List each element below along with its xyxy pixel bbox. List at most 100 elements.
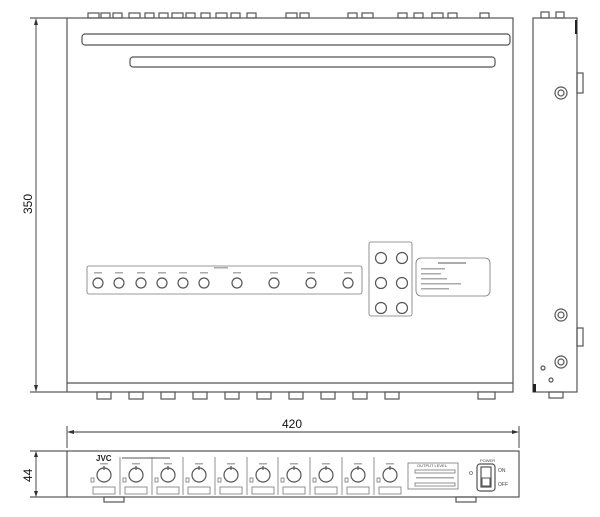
gain-knob xyxy=(350,467,366,483)
knob-profile xyxy=(160,391,176,400)
led-indicator xyxy=(217,477,222,483)
button-label xyxy=(307,272,315,274)
dimension-depth: 350 xyxy=(21,17,67,393)
rear-connector xyxy=(144,12,155,19)
button-label xyxy=(158,272,166,274)
rear-connector xyxy=(413,12,424,19)
input-button-panel xyxy=(86,265,363,295)
xlr-jack xyxy=(395,276,409,290)
rear-connector xyxy=(447,12,458,19)
power-label: POWER xyxy=(480,458,495,463)
rear-button xyxy=(342,277,354,289)
rear-connector xyxy=(185,12,196,19)
top-view xyxy=(66,12,514,400)
rear-connectors xyxy=(87,12,490,19)
knob-label xyxy=(164,463,172,465)
channel-label-strip xyxy=(92,486,116,495)
xlr-jack xyxy=(374,251,388,265)
rear-connector xyxy=(479,12,490,19)
button-label xyxy=(270,272,278,274)
knob-label xyxy=(100,463,108,465)
rear-connector xyxy=(397,12,408,19)
knob-profile xyxy=(288,391,304,400)
knob-label xyxy=(386,463,394,465)
rear-button xyxy=(177,277,189,289)
knob-profile xyxy=(352,391,368,400)
xlr-jack xyxy=(395,301,409,315)
rear-connector xyxy=(128,12,141,19)
channel-label-strip xyxy=(124,486,148,495)
knob-profile xyxy=(128,391,144,400)
knob-profile xyxy=(224,391,240,400)
led-indicator xyxy=(376,477,381,483)
knob-profile xyxy=(192,391,208,400)
rear-connector xyxy=(158,12,169,19)
channel-label-strip xyxy=(282,486,306,495)
screw-head xyxy=(557,89,565,97)
rear-connector xyxy=(100,12,111,19)
led-indicator xyxy=(344,477,349,483)
led-indicator xyxy=(90,477,95,483)
screw-small xyxy=(548,377,554,383)
rear-button xyxy=(156,277,168,289)
knob-label xyxy=(322,463,330,465)
led-indicator xyxy=(312,477,317,483)
knob-profile xyxy=(96,391,112,400)
rear-button xyxy=(305,277,317,289)
button-label xyxy=(115,272,123,274)
mounting-screws xyxy=(540,86,568,383)
channel-label-strip xyxy=(314,486,338,495)
channel-label-strip xyxy=(346,486,370,495)
rear-buttons xyxy=(92,267,354,289)
output-level-meter: OUTPUT LEVEL xyxy=(407,462,459,490)
front-view: JVC OUTPUT LEVEL POWER ON OFF xyxy=(66,450,520,503)
led-indicator xyxy=(122,477,127,483)
rear-connector xyxy=(200,12,211,19)
rear-button xyxy=(231,277,243,289)
button-label xyxy=(233,272,241,274)
button-label xyxy=(179,272,187,274)
gain-knob xyxy=(191,467,207,483)
screw xyxy=(554,355,568,369)
screw-head xyxy=(557,311,565,319)
rear-button xyxy=(198,277,210,289)
rear-connector xyxy=(431,12,444,19)
knob-profile xyxy=(320,391,336,400)
xlr-jack xyxy=(374,301,388,315)
brand-logo: JVC xyxy=(96,454,112,463)
button-label xyxy=(94,272,102,274)
rear-connector xyxy=(347,12,358,19)
off-label: OFF xyxy=(498,482,508,488)
knob-label xyxy=(259,463,267,465)
rear-connector xyxy=(285,12,298,19)
button-label xyxy=(200,272,208,274)
led-indicator xyxy=(185,477,190,483)
screw xyxy=(554,308,568,322)
dimension-width: 420 xyxy=(66,417,520,448)
led-indicator xyxy=(249,477,254,483)
power-switch[interactable]: POWER ON OFF xyxy=(469,458,509,492)
notice-label-box xyxy=(415,257,491,297)
channel-label-strip xyxy=(251,486,275,495)
gain-knob xyxy=(96,467,112,483)
gain-knob xyxy=(382,467,398,483)
knob-label xyxy=(227,463,235,465)
gain-knob xyxy=(286,467,302,483)
rear-connector xyxy=(215,12,228,19)
screw xyxy=(554,86,568,100)
gain-knob xyxy=(223,467,239,483)
screw-small xyxy=(540,365,546,371)
power-switch-profile xyxy=(477,391,496,400)
rear-connector xyxy=(112,12,123,19)
channel-label-strip xyxy=(156,486,180,495)
dimension-height: 44 xyxy=(21,450,67,498)
output-level-label: OUTPUT LEVEL xyxy=(417,463,448,468)
gain-knob xyxy=(255,467,271,483)
dimension-height-label: 44 xyxy=(21,468,35,482)
rear-button xyxy=(135,277,147,289)
button-label xyxy=(344,272,352,274)
vent-slot-short xyxy=(129,56,496,68)
rear-connector xyxy=(87,12,100,19)
front-knobs xyxy=(90,457,402,495)
xlr-jack xyxy=(374,276,388,290)
